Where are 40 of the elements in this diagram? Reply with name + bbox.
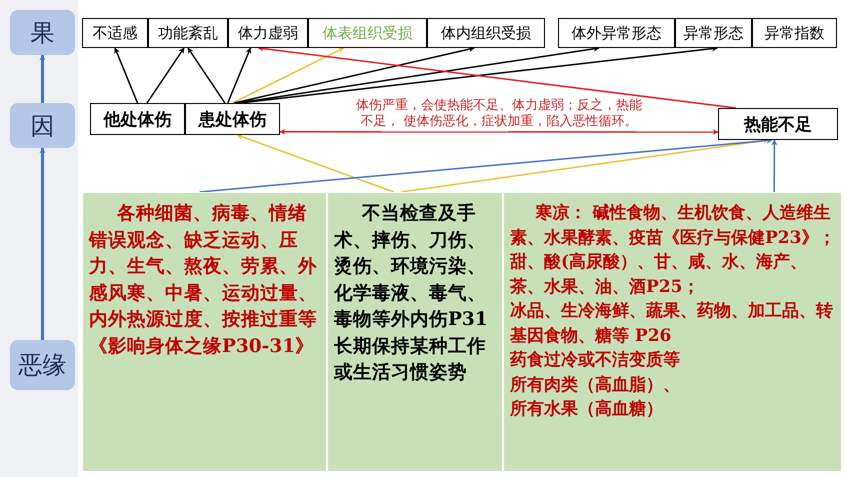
condition-text: 《影响身体之缘P30-31》	[89, 334, 316, 358]
arrow	[771, 139, 778, 192]
label-box: 果	[10, 10, 75, 55]
arrow	[234, 46, 475, 104]
condition-text: 药食过冷或不洁变质等	[510, 349, 681, 372]
cause-box: 患处体伤	[185, 103, 280, 135]
arrow	[187, 48, 226, 104]
condition-panel	[327, 192, 503, 472]
result-box: 不适感	[82, 18, 148, 48]
label-box: 恶缘	[10, 340, 75, 390]
cause-box: 热能不足	[718, 108, 838, 140]
condition-text: 甜、酸(高尿酸）、甘、咸、水、海产、茶、水果、油、酒P25；	[510, 251, 808, 298]
arrow	[40, 54, 46, 103]
condition-text: 所有肉类（高血脂）、	[510, 374, 681, 396]
result-box: 体内组织受损	[427, 18, 545, 48]
label-box: 因	[10, 103, 75, 148]
arrow	[236, 134, 394, 193]
arrow	[200, 138, 773, 193]
condition-text: 不当检查及手术、摔伤、刀伤、烫伤、环境污染、化学毒液、毒气、毒物等外内伤P31长期保持某种工作或生活习惯姿势	[334, 202, 489, 385]
condition-text: 冰品、生冷海鲜、蔬果、药物、加工品、转基因食物、糖等 P26	[510, 300, 834, 348]
cause-box: 他处体伤	[90, 103, 185, 135]
arrow	[227, 47, 252, 104]
arrow	[279, 128, 719, 135]
result-box: 体外异常形态	[558, 18, 675, 48]
arrow	[40, 147, 46, 340]
condition-text: 各种细菌、病毒、情绪错误观念、缺乏运动、压力、生气、熬夜、劳累、外感风寒、中暑、运动过量、内外热源过度、按推过重等	[89, 202, 318, 332]
arrow	[237, 46, 600, 104]
result-box: 功能紊乱	[148, 18, 228, 48]
edge-label: 体伤严重，会使热能不足、体力虚弱；反之，热能不足， 使体伤恶化，症状加重，陷入恶性循环。	[356, 98, 642, 130]
result-box: 体力虚弱	[228, 18, 308, 48]
arrow	[146, 48, 185, 104]
result-box: 异常形态	[675, 18, 752, 48]
condition-text: 所有水果（高血糖）	[510, 398, 664, 421]
condition-panel	[503, 192, 842, 472]
arrow	[232, 47, 344, 104]
arrow	[114, 47, 138, 104]
result-box: 体表组织受损	[308, 18, 427, 48]
condition-panel	[82, 192, 327, 472]
result-box: 异常指数	[752, 18, 837, 48]
condition-text: 寒凉： 碱性食物、生机饮食、人造维生素、水果酵素、疫苗《医疗与保健P23》；	[510, 202, 836, 250]
